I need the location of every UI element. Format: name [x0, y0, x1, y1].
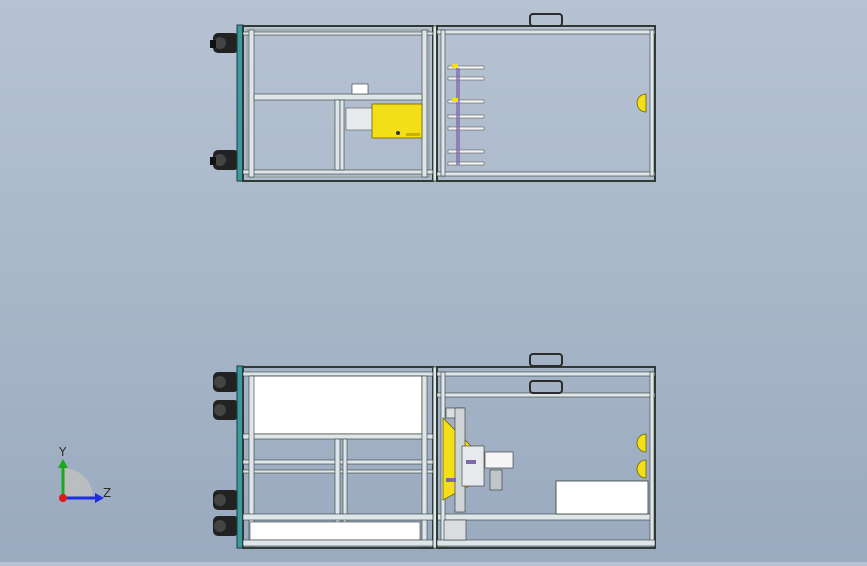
rod-array: [447, 64, 485, 166]
axis-triad[interactable]: Y Z: [58, 445, 111, 503]
caster-icon: [213, 372, 239, 392]
mechanism-assembly: [442, 407, 514, 541]
y-axis-label: Y: [58, 445, 67, 459]
z-axis-head: [95, 493, 104, 503]
caster-icon: [213, 400, 239, 420]
top-machine-view[interactable]: [210, 13, 656, 182]
bottom-machine-view[interactable]: [213, 353, 656, 549]
z-axis-label: Z: [103, 486, 111, 500]
caster-icon: [213, 516, 239, 536]
caster-icon: [213, 490, 239, 510]
x-axis-dot: [59, 494, 67, 502]
caster-icon: [210, 33, 239, 53]
y-axis-head: [58, 459, 68, 468]
caster-icon: [210, 150, 239, 170]
